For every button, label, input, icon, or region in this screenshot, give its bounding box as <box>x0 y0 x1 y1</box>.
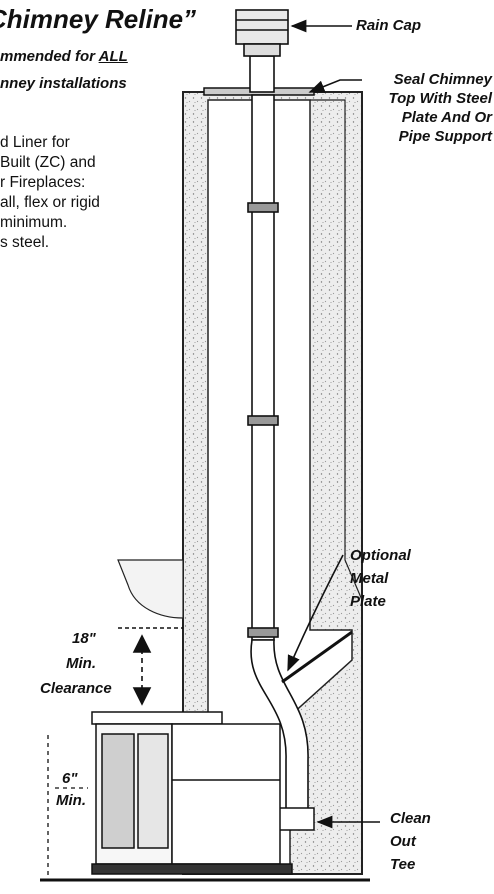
description-line-6: s steel. <box>0 234 50 251</box>
description-line-1: d Liner for <box>0 134 70 151</box>
subtitle-line-1: mmended for ALL <box>0 48 128 66</box>
seal-label-line-4: Pipe Support <box>398 128 492 145</box>
top-clearance-value: 18" <box>72 630 96 647</box>
subtitle-emphasis: ALL <box>98 48 128 65</box>
chimney-liner-pipe <box>235 9 309 823</box>
seal-label-line-3: Plate And Or <box>401 109 492 126</box>
description-line-2: Built (ZC) and <box>0 154 96 171</box>
optional-metal-plate <box>281 630 353 684</box>
subtitle-text: mmended for <box>0 48 99 65</box>
wall-mantel <box>117 559 184 619</box>
side-clearance-label: Min. <box>56 792 86 809</box>
side-clearance-dimension <box>47 735 88 875</box>
callout-leaders <box>287 19 380 829</box>
clean-out-label-1: Clean <box>390 810 431 827</box>
rain-cap-label: Rain Cap <box>356 17 422 34</box>
description-line-4: all, flex or rigid <box>0 194 100 211</box>
side-clearance-value: 6" <box>62 770 78 787</box>
clean-out-label-3: Tee <box>390 856 416 873</box>
optional-plate-label-2: Metal <box>350 570 389 587</box>
optional-plate-label-1: Optional <box>350 547 411 564</box>
top-clearance-label-2: Clearance <box>40 680 112 697</box>
top-clearance-label-1: Min. <box>66 655 96 672</box>
fireplace-insert <box>91 711 293 875</box>
clean-out-label-2: Out <box>390 833 416 850</box>
description-line-3: r Fireplaces: <box>0 174 86 191</box>
subtitle-line-2: nney installations <box>0 75 127 92</box>
optional-plate-label-3: Plate <box>350 593 386 610</box>
diagram-title: Chimney Reline” <box>0 4 197 34</box>
seal-label-line-2: Top With Steel <box>388 90 492 107</box>
description-line-5: minimum. <box>0 214 68 231</box>
top-clearance-dimension <box>118 627 183 706</box>
seal-label-line-1: Seal Chimney <box>393 71 492 88</box>
